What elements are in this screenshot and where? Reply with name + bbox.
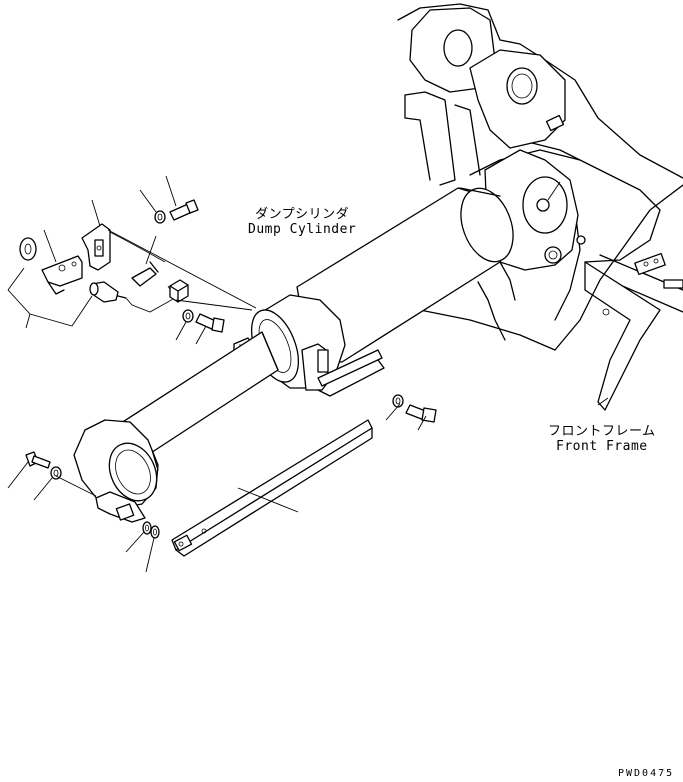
washer-lower-a: [142, 521, 152, 535]
washer-lower-left: [50, 466, 62, 480]
front-frame-label: フロントフレーム Front Frame: [548, 424, 656, 454]
washer-middle: [182, 309, 194, 323]
front-frame-label-en: Front Frame: [556, 439, 648, 454]
bolt-upper: [169, 199, 199, 221]
bolt-middle: [195, 313, 225, 333]
front-frame: [397, 3, 683, 411]
bolt-right: [405, 404, 437, 423]
dump-cylinder-label-jp: ダンプシリンダ: [255, 207, 350, 222]
front-frame-label-jp: フロントフレーム: [548, 424, 656, 439]
dump-cylinder-label: ダンプシリンダ Dump Cylinder: [248, 207, 356, 237]
rod-end-eye: [73, 419, 159, 523]
dump-cylinder-label-en: Dump Cylinder: [248, 222, 357, 237]
bolt-lower-left: [25, 451, 51, 469]
leader-lines: [7, 175, 609, 573]
sensor-assembly: [19, 223, 189, 313]
washer-upper: [154, 210, 166, 224]
washer-right: [392, 394, 404, 408]
indicator-bar: [171, 419, 373, 557]
drawing-code: PWD0475: [618, 768, 675, 779]
washer-lower-b: [150, 525, 160, 539]
